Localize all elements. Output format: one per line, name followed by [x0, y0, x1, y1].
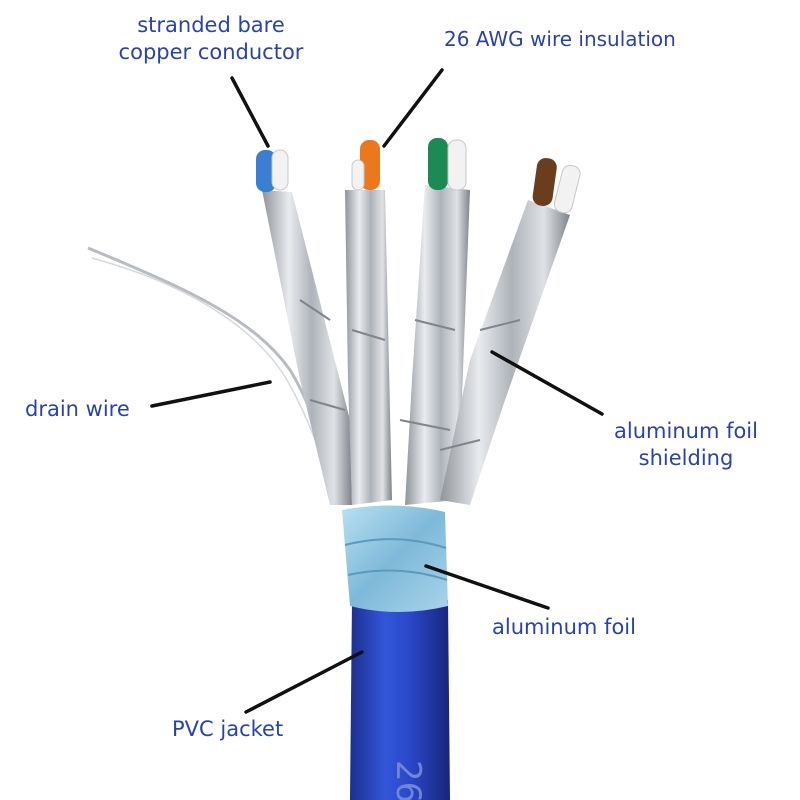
leader-insulation — [382, 68, 444, 148]
label-drain-wire: drain wire — [25, 397, 130, 421]
jacket-print-text: 26 — [388, 760, 428, 800]
wire-brown — [532, 157, 557, 206]
label-conductor: stranded bare copper conductor — [100, 12, 322, 66]
leader-foil-shielding — [490, 350, 604, 416]
label-foil-shielding-text: aluminum foil shielding — [614, 419, 758, 470]
wire-blue-white — [271, 149, 289, 191]
pair-foil-brown — [440, 200, 570, 505]
leader-pvc-jacket — [244, 650, 364, 714]
label-aluminum-foil: aluminum foil — [492, 615, 636, 639]
pair-foil-creases — [299, 299, 521, 451]
leader-conductor — [230, 76, 270, 148]
wire-orange — [360, 140, 380, 190]
wire-brown-white — [553, 164, 581, 214]
pair-foil-orange — [345, 190, 392, 505]
overall-aluminum-foil-shape — [342, 505, 448, 612]
label-insulation: 26 AWG wire insulation — [444, 27, 676, 51]
leader-aluminum-foil — [424, 564, 550, 610]
label-foil-shielding: aluminum foil shielding — [600, 418, 772, 472]
label-conductor-text: stranded bare copper conductor — [118, 13, 304, 64]
wire-green-white — [447, 139, 467, 191]
wire-orange-white — [351, 159, 365, 191]
pvc-jacket-shape — [350, 600, 450, 800]
wire-blue — [256, 150, 276, 192]
pair-foil-blue — [262, 190, 352, 505]
label-pvc-jacket: PVC jacket — [172, 717, 284, 741]
leader-lines — [150, 68, 604, 714]
leader-drain-wire — [150, 380, 272, 408]
overall-foil-crease — [344, 538, 448, 581]
wire-green — [428, 138, 448, 190]
twisted-pair-wires — [256, 138, 581, 214]
